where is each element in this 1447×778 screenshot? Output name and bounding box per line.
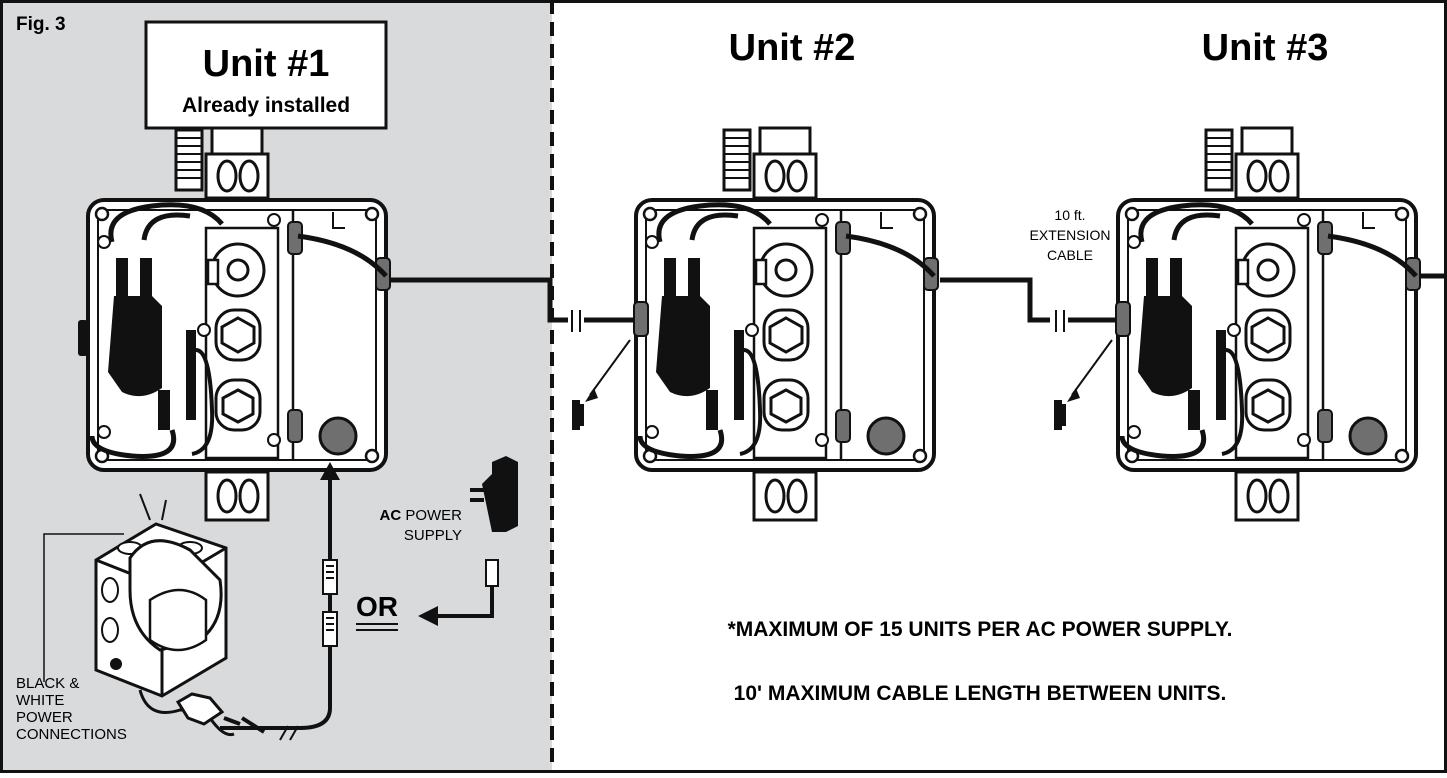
junction-leader-line bbox=[43, 533, 124, 682]
junction-label-line2: WHITE bbox=[16, 692, 64, 709]
junction-label-line3: POWER bbox=[16, 709, 73, 726]
ac-power-supply-line2: SUPPLY bbox=[404, 527, 462, 544]
link-cable-2-3 bbox=[940, 277, 1050, 323]
figure-label: Fig. 3 bbox=[16, 14, 66, 35]
note-max-cable: 10' MAXIMUM CABLE LENGTH BETWEEN UNITS. bbox=[734, 682, 1227, 705]
unit3-input-grommet bbox=[1115, 301, 1131, 337]
extension-cable-line1: 10 ft. bbox=[1054, 207, 1085, 223]
power-input-cable bbox=[220, 478, 332, 730]
extension-cable-line2: EXTENSION bbox=[1030, 227, 1111, 243]
extension-cable-line3: CABLE bbox=[1047, 247, 1093, 263]
junction-label-line1: BLACK & bbox=[16, 675, 79, 692]
junction-label-line4: CONNECTIONS bbox=[16, 726, 127, 743]
unit2-input-grommet bbox=[633, 301, 649, 337]
unit3-plug-arrow bbox=[1071, 339, 1113, 396]
ac-power-supply-line1: AC POWER bbox=[379, 507, 462, 524]
cable-break-1 bbox=[571, 310, 581, 332]
unit2-knockout-plug bbox=[572, 400, 580, 430]
junction-box bbox=[94, 493, 266, 737]
unit3-title: Unit #3 bbox=[1202, 27, 1329, 69]
unit2-title: Unit #2 bbox=[729, 27, 856, 69]
cable-break-2 bbox=[1055, 310, 1065, 332]
link-cable-1-2 bbox=[390, 277, 568, 323]
unit1-subtitle: Already installed bbox=[182, 94, 350, 117]
unit3-knockout-plug bbox=[1054, 400, 1062, 430]
note-max-units: *MAXIMUM OF 15 UNITS PER AC POWER SUPPLY… bbox=[728, 618, 1233, 641]
ac-adapter-plug bbox=[485, 559, 499, 587]
ac-adapter bbox=[482, 456, 518, 532]
cable-break-power bbox=[279, 725, 299, 741]
power-input-arrow bbox=[320, 462, 340, 480]
unit1-side-grommet bbox=[78, 320, 88, 356]
unit2-valve-box bbox=[636, 128, 938, 520]
unit1-title: Unit #1 bbox=[203, 43, 330, 85]
unit1-title-box bbox=[144, 20, 388, 130]
unit3-valve-box bbox=[1118, 128, 1420, 520]
or-label: OR bbox=[356, 591, 398, 622]
or-arrow bbox=[418, 606, 438, 626]
unit2-plug-arrow bbox=[589, 339, 631, 396]
